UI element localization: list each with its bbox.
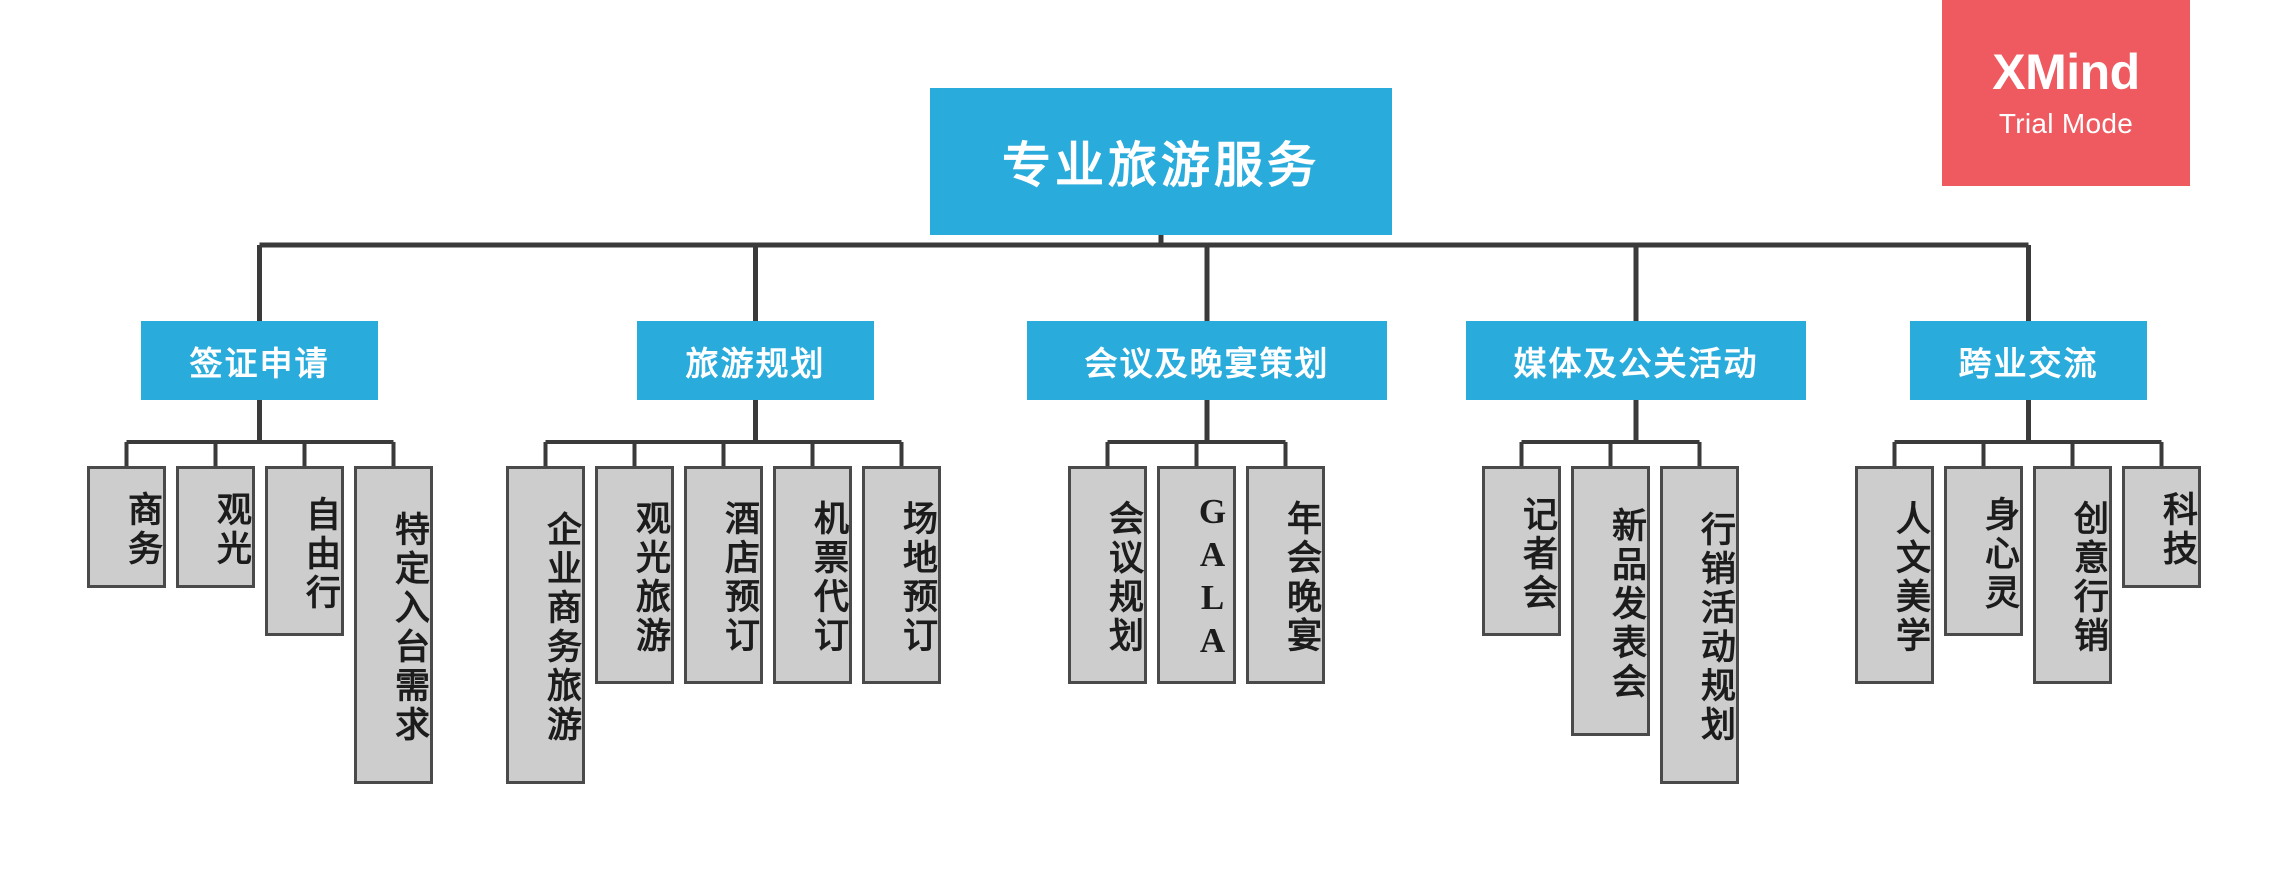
leaf-node-label: 酒店预订 bbox=[720, 500, 759, 656]
leaf-node-label: 企业商务旅游 bbox=[542, 511, 581, 745]
leaf-node[interactable]: 行销活动规划 bbox=[1660, 466, 1739, 784]
leaf-node[interactable]: 记者会 bbox=[1482, 466, 1561, 636]
leaf-node[interactable]: 身心灵 bbox=[1944, 466, 2023, 636]
trial-mode-text: Trial Mode bbox=[1998, 108, 2134, 140]
leaf-node-label: 科技 bbox=[2158, 491, 2197, 569]
leaf-node-label: 会议规划 bbox=[1104, 500, 1143, 656]
xmind-logo-text: XMind bbox=[1992, 43, 2140, 100]
root-node[interactable]: 专业旅游服务 bbox=[930, 88, 1392, 235]
xmind-trial-badge: XMind Trial Mode bbox=[1942, 0, 2190, 186]
leaf-node-label: 商务 bbox=[123, 491, 162, 569]
leaf-node[interactable]: 创意行销 bbox=[2033, 466, 2112, 684]
leaf-node-label: GALA bbox=[1193, 492, 1232, 664]
leaf-node[interactable]: 人文美学 bbox=[1855, 466, 1934, 684]
leaf-node[interactable]: 机票代订 bbox=[773, 466, 852, 684]
leaf-node[interactable]: 特定入台需求 bbox=[354, 466, 433, 784]
leaf-node-label: 特定入台需求 bbox=[390, 511, 429, 745]
branch-node-label: 签证申请 bbox=[189, 346, 330, 383]
leaf-node[interactable]: 会议规划 bbox=[1068, 466, 1147, 684]
branch-node-label: 旅游规划 bbox=[685, 346, 826, 383]
branch-node-label: 跨业交流 bbox=[1958, 346, 2099, 383]
leaf-node[interactable]: 自由行 bbox=[265, 466, 344, 636]
leaf-node-label: 新品发表会 bbox=[1607, 506, 1646, 702]
leaf-node-label: 行销活动规划 bbox=[1696, 511, 1735, 745]
branch-node[interactable]: 签证申请 bbox=[141, 321, 378, 400]
leaf-node-label: 自由行 bbox=[301, 495, 340, 613]
branch-node[interactable]: 会议及晚宴策划 bbox=[1027, 321, 1387, 400]
leaf-node-label: 创意行销 bbox=[2069, 500, 2108, 656]
leaf-node[interactable]: 场地预订 bbox=[862, 466, 941, 684]
leaf-node[interactable]: 新品发表会 bbox=[1571, 466, 1650, 736]
root-node-label: 专业旅游服务 bbox=[1001, 138, 1320, 193]
leaf-node[interactable]: 年会晚宴 bbox=[1246, 466, 1325, 684]
branch-node-label: 媒体及公关活动 bbox=[1513, 346, 1759, 383]
leaf-node[interactable]: 酒店预订 bbox=[684, 466, 763, 684]
leaf-node[interactable]: 商务 bbox=[87, 466, 166, 588]
leaf-node-label: 身心灵 bbox=[1980, 495, 2019, 613]
branch-node[interactable]: 旅游规划 bbox=[637, 321, 874, 400]
branch-node[interactable]: 跨业交流 bbox=[1910, 321, 2147, 400]
leaf-node-label: 记者会 bbox=[1518, 495, 1557, 613]
branch-node-label: 会议及晚宴策划 bbox=[1084, 346, 1330, 383]
leaf-node-label: 人文美学 bbox=[1891, 500, 1930, 656]
leaf-node-label: 年会晚宴 bbox=[1282, 500, 1321, 656]
leaf-node-label: 观光旅游 bbox=[631, 500, 670, 656]
leaf-node[interactable]: 科技 bbox=[2122, 466, 2201, 588]
leaf-node-label: 观光 bbox=[212, 491, 251, 569]
leaf-node[interactable]: 观光 bbox=[176, 466, 255, 588]
leaf-node[interactable]: GALA bbox=[1157, 466, 1236, 684]
branch-node[interactable]: 媒体及公关活动 bbox=[1466, 321, 1806, 400]
leaf-node[interactable]: 观光旅游 bbox=[595, 466, 674, 684]
leaf-node-label: 机票代订 bbox=[809, 500, 848, 656]
leaf-node[interactable]: 企业商务旅游 bbox=[506, 466, 585, 784]
leaf-node-label: 场地预订 bbox=[898, 500, 937, 656]
